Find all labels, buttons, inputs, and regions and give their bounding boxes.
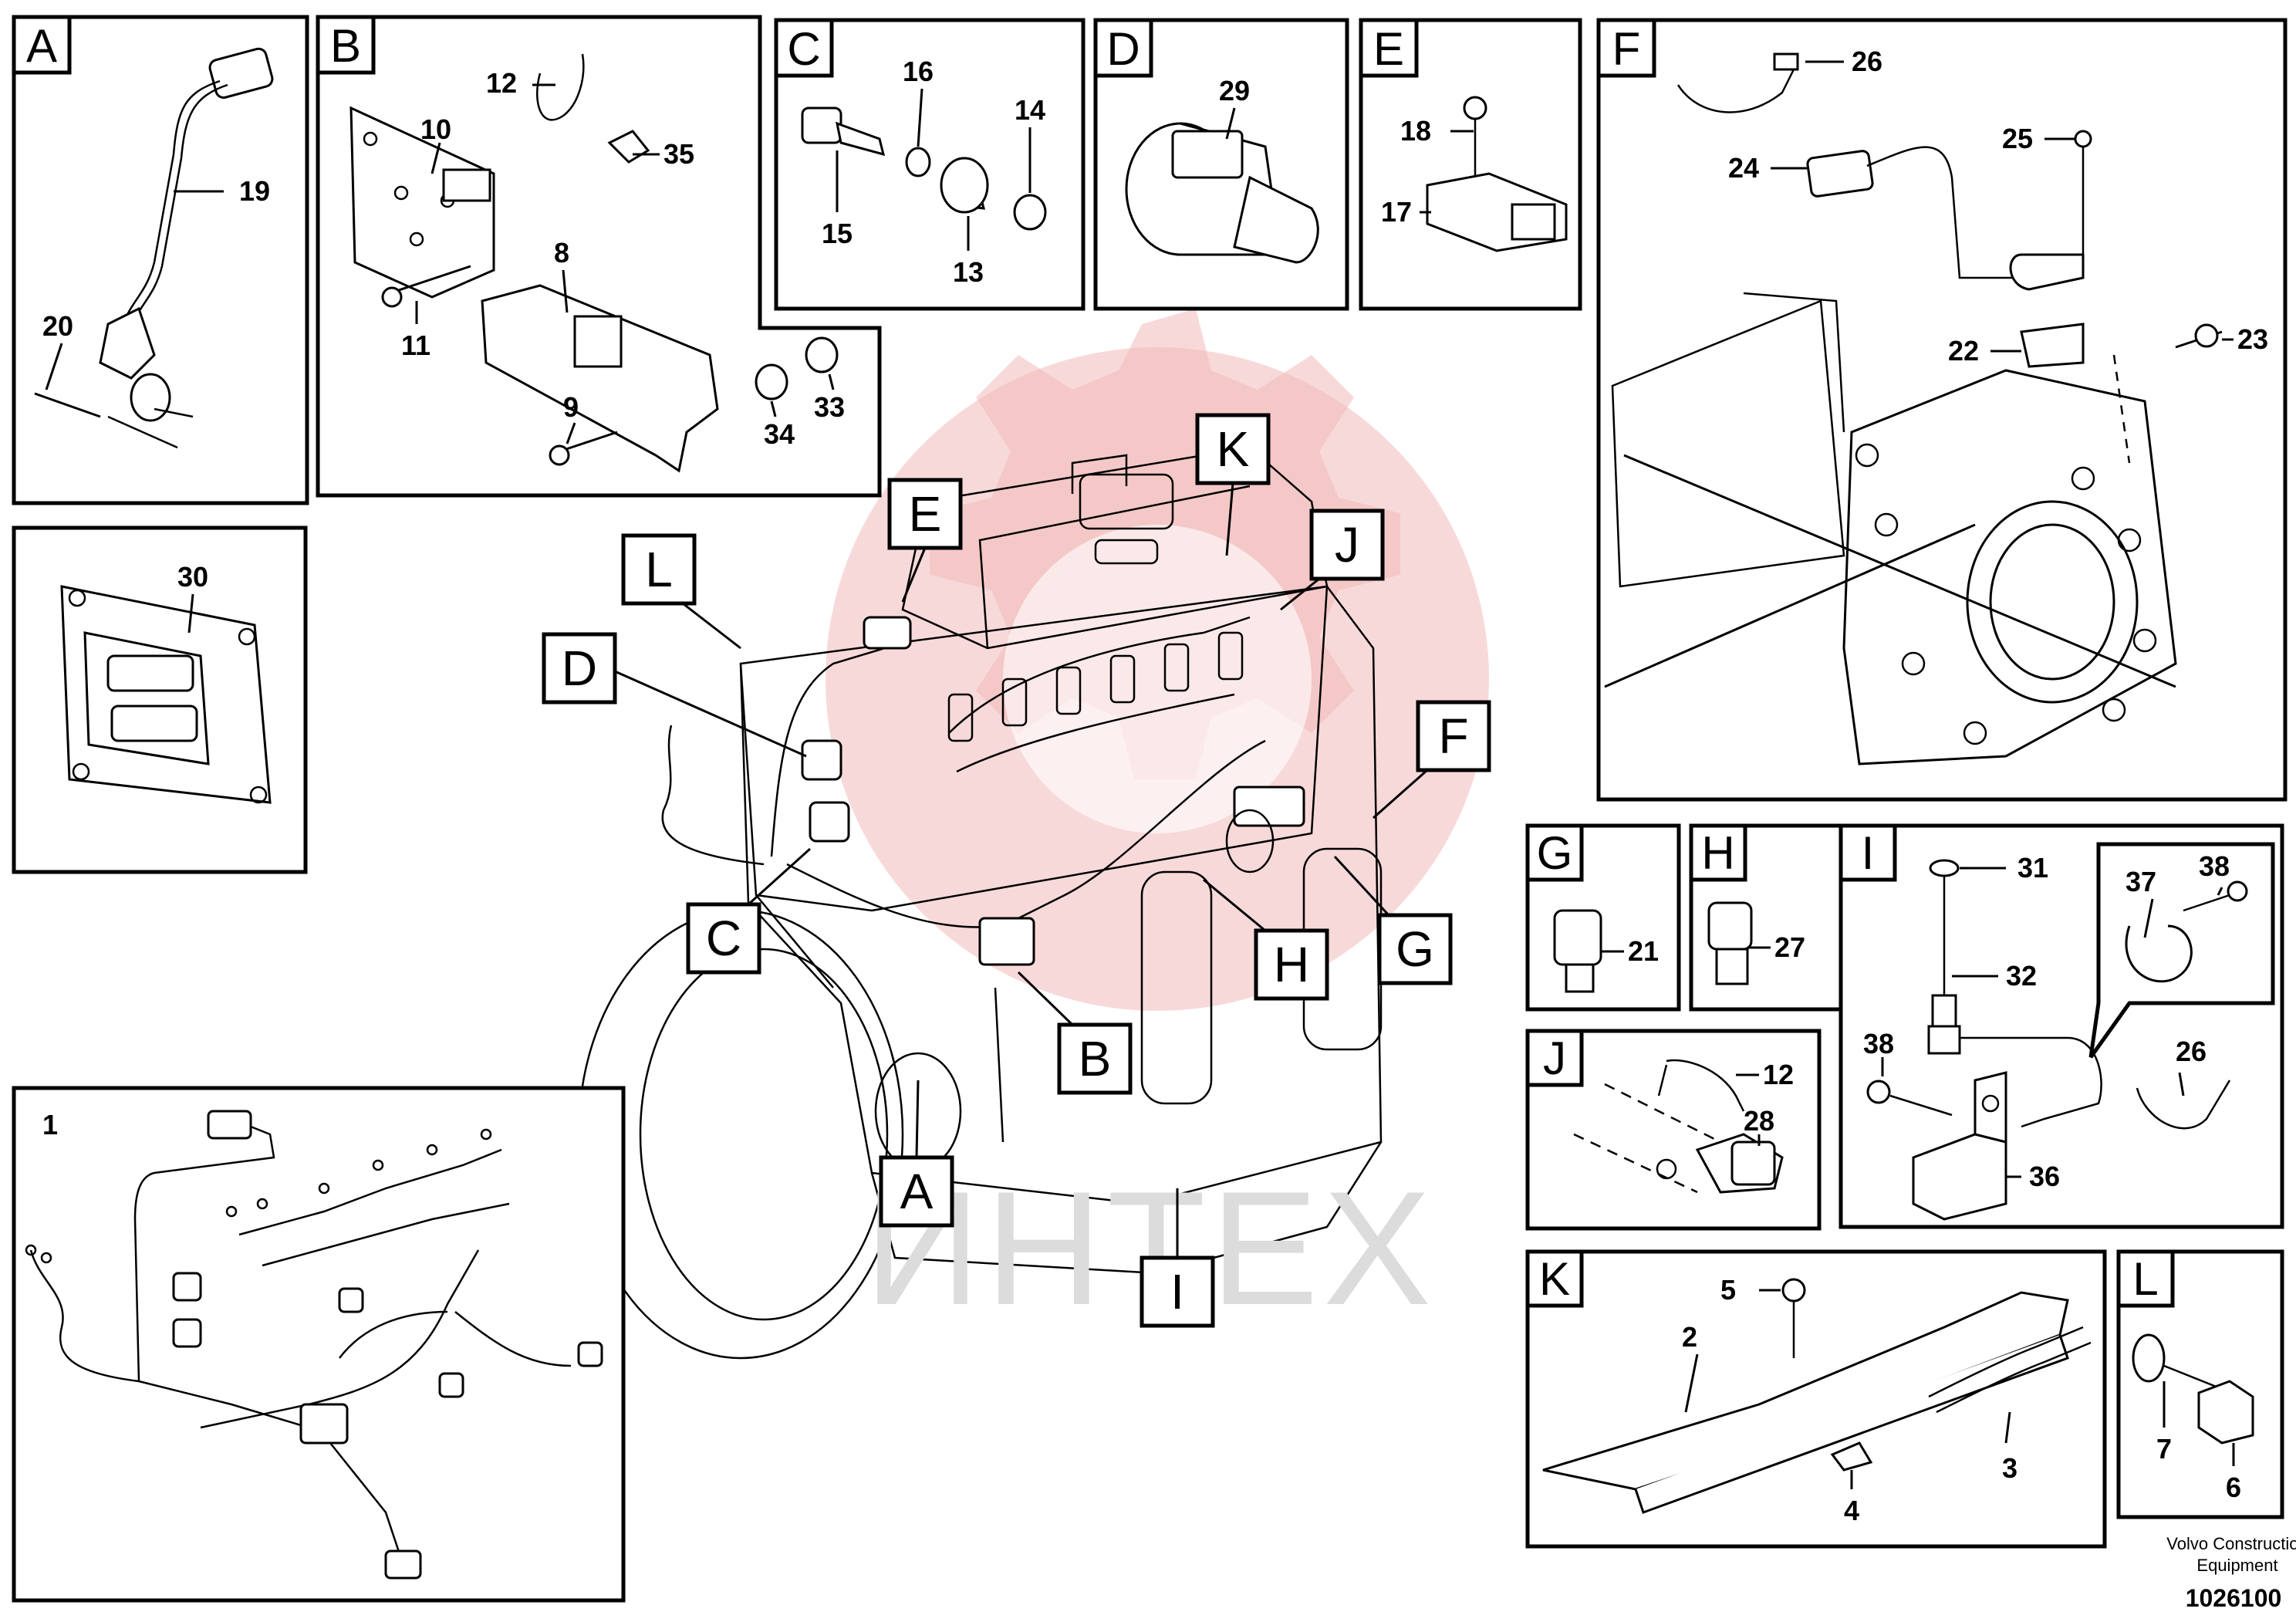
panel-harness: 1 [12,1086,626,1603]
part-number-10: 10 [420,113,451,145]
watermark-gear [826,309,1489,1011]
part-number-12: 12 [486,67,517,99]
part-number-11: 11 [401,329,430,361]
footer-company-line1: Volvo Construction [2166,1534,2296,1553]
part-number-14: 14 [1015,94,1045,126]
part-number-19: 19 [239,175,270,207]
part-number-25: 25 [2002,123,2033,154]
panel-C-label: C [787,23,820,75]
part-number-28: 28 [1744,1105,1774,1137]
part-number-33: 33 [814,391,845,423]
panel-I-label: I [1862,827,1875,879]
panel-E: E 18 17 [1359,18,1582,311]
engine-illustration [577,446,1383,1360]
part-number-17: 17 [1381,196,1412,228]
part-number-20: 20 [42,310,73,342]
panel-J-label: J [1543,1032,1566,1084]
part-number-37: 37 [2125,866,2156,897]
panel-harness-label: 1 [42,1109,58,1140]
part-number-7: 7 [2156,1433,2172,1465]
part-number-3: 3 [2002,1452,2017,1484]
panel-K: K 5 2 3 4 [1525,1249,2107,1549]
part-number-38-lower: 38 [1863,1028,1894,1059]
panel-K-label: K [1539,1253,1570,1305]
footer-company-line2: Equipment [2196,1556,2277,1575]
panel-F: F 26 25 24 [1596,18,2288,802]
panel-H-label: H [1701,827,1734,879]
panel-L-label: L [2132,1253,2158,1305]
part-number-13: 13 [953,256,984,288]
panel-H: H 27 [1689,823,1845,1012]
callout-J: J [1335,517,1359,573]
callout-I: I [1170,1264,1184,1320]
panel-F-label: F [1612,23,1641,75]
part-number-5: 5 [1720,1274,1736,1306]
part-number-16: 16 [903,56,934,87]
part-number-21: 21 [1628,935,1659,967]
part-number-23: 23 [2237,323,2268,355]
callout-A: A [900,1164,934,1219]
panel-J: J 12 28 [1525,1029,1822,1231]
callout-L: L [645,542,673,597]
part-number-6: 6 [2226,1472,2241,1503]
part-number-26-I: 26 [2176,1036,2207,1067]
part-number-22: 22 [1948,335,1979,367]
panel-G-label: G [1537,827,1573,879]
part-number-12-J: 12 [1763,1059,1794,1090]
callout-E: E [909,486,942,542]
part-number-15: 15 [822,218,853,249]
part-number-26: 26 [1852,46,1882,77]
callout-C: C [706,911,741,966]
panel-D: D 29 [1093,18,1349,311]
part-number-8: 8 [554,237,569,269]
callout-B: B [1079,1031,1112,1086]
part-number-31: 31 [2017,852,2048,884]
part-number-38-upper: 38 [2199,850,2230,882]
panel-B: B 10 12 35 8 11 9 34 33 [316,15,882,498]
panel-D-label: D [1106,23,1140,75]
part-number-34: 34 [764,418,795,450]
part-number-36: 36 [2029,1161,2060,1192]
drawing-id: 1026100 [2186,1584,2282,1612]
panel-I: I 31 37 38 32 38 26 36 [1838,823,2284,1229]
part-number-2: 2 [1682,1321,1697,1353]
panel-G: G 21 [1525,823,1681,1012]
part-number-35: 35 [663,138,694,170]
part-number-29: 29 [1219,75,1250,106]
callout-H: H [1274,937,1309,992]
panel-E-label: E [1373,23,1404,75]
panel-L: L 7 6 [2116,1249,2284,1519]
panel-A-label: A [26,20,57,72]
part-number-27: 27 [1774,931,1805,963]
part-number-4: 4 [1844,1495,1859,1526]
part-number-18: 18 [1400,115,1431,147]
callout-D: D [562,640,597,696]
panel-ecu: 30 [12,525,308,874]
callout-tags: E K L J D F C H G B [542,413,1491,1328]
callout-F: F [1438,708,1468,764]
panel-A: A 19 20 [12,15,309,505]
part-number-30: 30 [177,561,208,593]
footer: Volvo Construction Equipment 1026100 [2166,1534,2296,1612]
part-number-9: 9 [563,391,579,423]
callout-K: K [1217,421,1250,477]
callout-G: G [1396,921,1434,977]
part-number-32: 32 [2006,960,2037,992]
panel-B-label: B [330,20,361,72]
panel-C: C 16 14 15 13 [774,18,1086,311]
part-number-24: 24 [1728,152,1759,184]
